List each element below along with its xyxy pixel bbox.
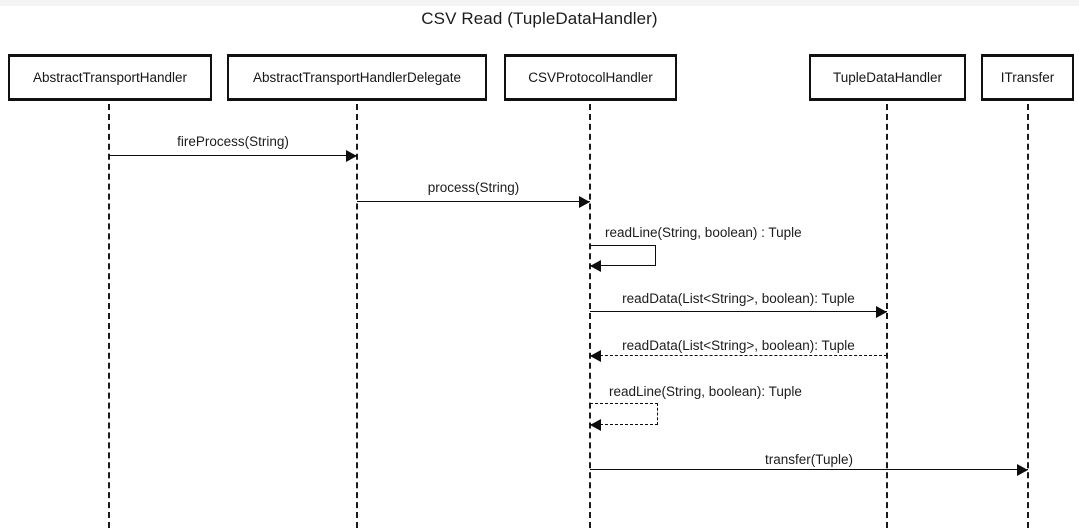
participant-ath[interactable]: AbstractTransportHandler [8,54,212,101]
diagram-title: CSV Read (TupleDataHandler) [421,9,658,28]
arrowhead-right-icon [579,196,590,208]
arrowhead-left-icon [590,419,601,431]
participant-itr[interactable]: ITransfer [981,54,1074,101]
message-label-m5: readData(List<String>, boolean): Tuple [622,338,855,353]
arrowhead-right-icon [1017,464,1028,476]
self-message-path-m6 [590,403,658,425]
arrowhead-right-icon [346,150,357,162]
message-label-m2: process(String) [427,180,520,195]
self-message-path-m3 [590,245,656,266]
lifeline-cph [589,104,591,528]
message-line-m5 [590,355,887,356]
participant-athd[interactable]: AbstractTransportHandlerDelegate [227,54,487,101]
lifeline-itr [1027,104,1029,528]
message-line-m1 [109,155,357,156]
participant-cph[interactable]: CSVProtocolHandler [504,54,677,101]
lifeline-tdh [886,104,888,528]
arrowhead-left-icon [590,260,601,272]
participant-label: ITransfer [1000,70,1055,85]
participant-tdh[interactable]: TupleDataHandler [809,54,966,101]
arrowhead-right-icon [876,306,887,318]
message-label-m3: readLine(String, boolean) : Tuple [605,225,802,240]
window-top-band [0,0,1079,6]
message-label-m1: fireProcess(String) [177,134,289,149]
participant-label: TupleDataHandler [832,70,943,85]
participant-label: AbstractTransportHandler [32,70,188,85]
message-label-m4: readData(List<String>, boolean): Tuple [622,291,855,306]
message-line-m7 [590,469,1028,470]
message-line-m4 [590,311,887,312]
message-label-m7: transfer(Tuple) [764,452,854,467]
participant-label: CSVProtocolHandler [528,70,653,85]
message-label-m6: readLine(String, boolean): Tuple [609,384,802,399]
lifeline-athd [356,104,358,528]
message-line-m2 [357,201,590,202]
arrowhead-left-icon [590,350,601,362]
lifeline-ath [108,104,110,528]
participant-label: AbstractTransportHandlerDelegate [252,70,462,85]
